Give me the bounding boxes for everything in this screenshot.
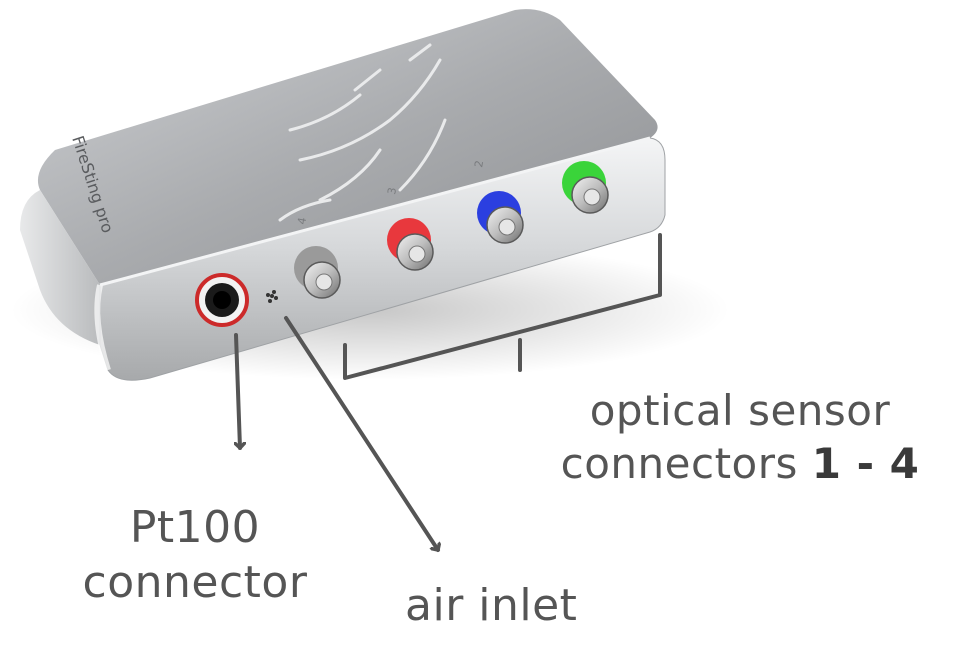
air-inlet-label: air inlet: [405, 580, 578, 631]
device-left-side: [20, 190, 100, 345]
device-top-surface: [37, 9, 658, 294]
connector-core: [498, 218, 516, 236]
optical-label-line1: optical sensor: [589, 386, 891, 435]
channel-numbers: 4 3 2 3: [295, 159, 486, 225]
pt100-label-line1: Pt100: [129, 502, 261, 553]
device-top-edge: [99, 136, 651, 287]
pt100-socket: [195, 273, 249, 327]
optical-connector-2: [477, 191, 524, 244]
pt100-connector-label: Pt100 connector: [60, 500, 330, 610]
optical-range: 1 - 4: [811, 438, 920, 488]
optical-sensor-label: optical sensor connectors 1 - 4: [540, 385, 940, 490]
channel-number-4: 4: [295, 216, 309, 225]
optical-connector-3: [387, 218, 434, 271]
optical-bracket: [343, 233, 662, 380]
connector-core: [315, 273, 333, 291]
optical-label-prefix: connectors: [560, 438, 812, 488]
connector-core: [408, 245, 426, 263]
device-front-face: [99, 137, 666, 381]
optical-connectors: [294, 161, 609, 299]
optical-label-line2: connectors 1 - 4: [540, 438, 940, 491]
device-body: FireSting pro 4 3 2 3: [20, 9, 666, 381]
optical-connector-1: [562, 161, 609, 214]
air-inlet-arrow: [284, 316, 438, 552]
channel-number-2: 2: [472, 159, 486, 168]
device-edge-highlight: [94, 284, 111, 371]
engraved-logo: [278, 43, 447, 222]
pt100-label-line2: connector: [82, 557, 308, 608]
annotations: [236, 233, 662, 552]
pt100-arrow: [236, 333, 240, 450]
air-inlet-vent: [266, 290, 278, 303]
connector-core: [583, 188, 601, 206]
channel-number-3: 3: [385, 186, 399, 195]
optical-connector-4: [294, 246, 341, 299]
